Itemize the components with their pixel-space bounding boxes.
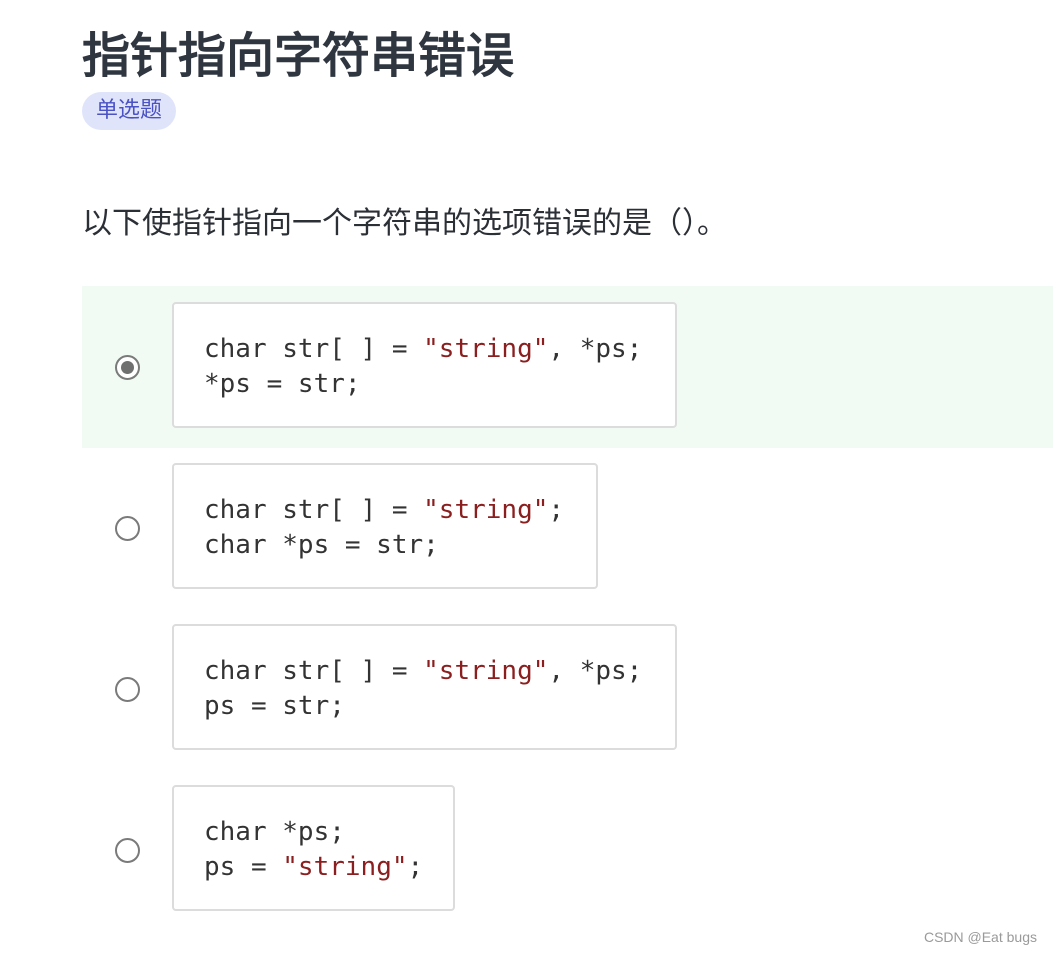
code-text: char str[ ] = [204,656,424,686]
option-a-code[interactable]: char str[ ] = "string", *ps; *ps = str; [172,302,677,428]
question-type-badge: 单选题 [82,92,177,130]
code-string-literal: "string" [282,852,408,882]
code-text: char *ps = str; [204,530,439,560]
option-d-code[interactable]: char *ps; ps = "string"; [172,785,455,911]
code-string-literal: "string" [423,495,549,525]
code-string-literal: "string" [423,656,549,686]
code-text: char *ps; [204,817,345,847]
code-text: ; [548,495,565,525]
code-text: char str[ ] = [204,495,424,525]
code-text: ps = str; [204,691,345,721]
option-b-radio[interactable] [115,516,140,541]
question-title: 指针指向字符串错误 [82,28,515,84]
option-a[interactable]: char str[ ] = "string", *ps; *ps = str; [82,286,1053,448]
code-text: ; [407,852,424,882]
code-text: , *ps; [548,334,643,364]
option-c[interactable]: char str[ ] = "string", *ps; ps = str; [82,608,1053,770]
code-text: *ps = str; [204,369,361,399]
option-c-radio[interactable] [115,677,140,702]
option-b-code[interactable]: char str[ ] = "string"; char *ps = str; [172,463,598,589]
option-b[interactable]: char str[ ] = "string"; char *ps = str; [82,447,1053,609]
option-d-radio[interactable] [115,838,140,863]
code-text: ps = [204,852,283,882]
question-prompt: 以下使指针指向一个字符串的选项错误的是（）。 [82,206,727,241]
option-c-code[interactable]: char str[ ] = "string", *ps; ps = str; [172,624,677,750]
code-string-literal: "string" [423,334,549,364]
code-text: char str[ ] = [204,334,424,364]
option-d[interactable]: char *ps; ps = "string"; [82,769,1053,931]
watermark: CSDN @Eat bugs [923,929,1037,945]
option-a-radio[interactable] [115,355,140,380]
code-text: , *ps; [548,656,643,686]
radio-selected-dot [121,361,134,374]
